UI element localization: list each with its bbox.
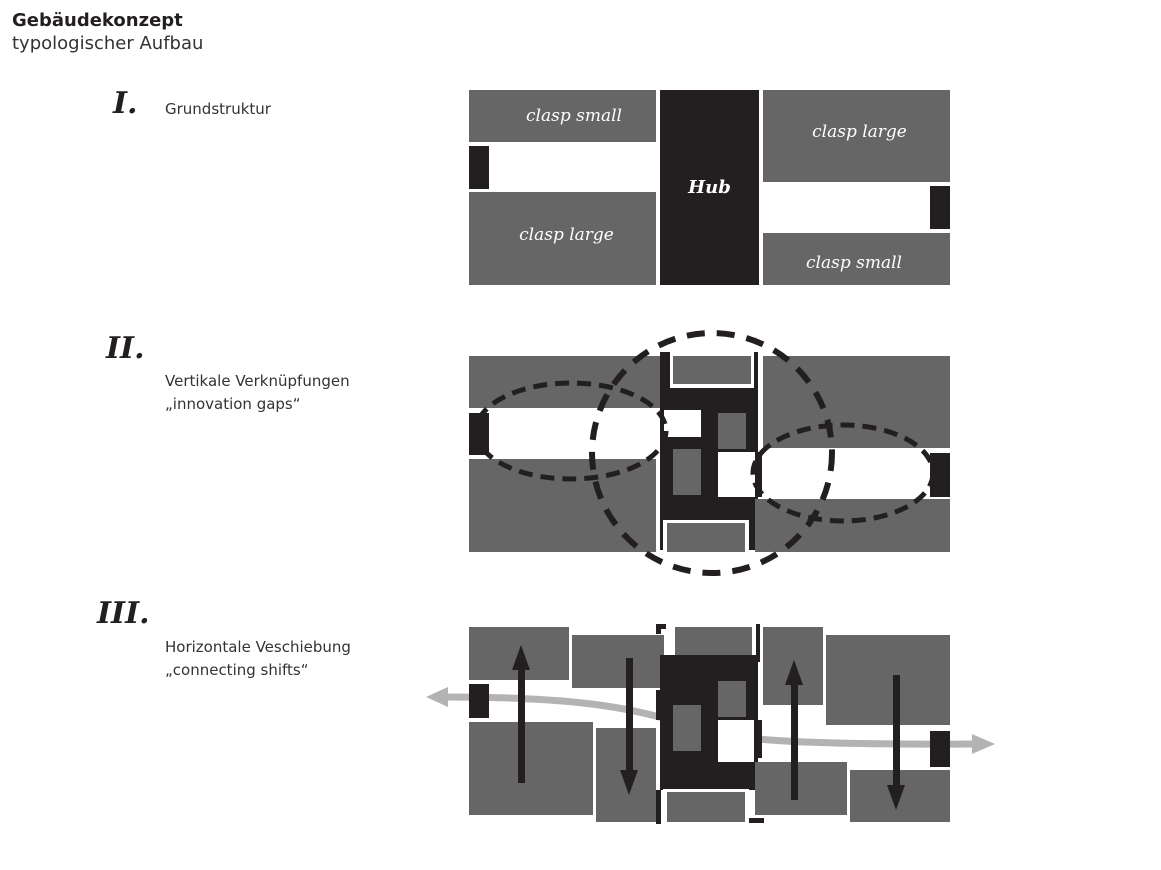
building-block: [673, 356, 751, 384]
connector-left: [469, 684, 489, 718]
section-label-3: Horizontale Veschiebung: [165, 638, 351, 656]
building-block: [718, 452, 758, 497]
clasp-small-right-label: clasp small: [806, 253, 902, 273]
clasp-large-right-block: [763, 90, 950, 182]
diagram-vertikale-verknuepfungen: [469, 330, 950, 576]
building-block: [656, 790, 661, 824]
building-block: [791, 675, 798, 800]
hub-block: [660, 90, 759, 285]
arrow-up-icon: [512, 645, 530, 783]
building-block: [893, 675, 900, 795]
building-block: [667, 792, 745, 822]
clasp-small-left-block: [469, 90, 656, 142]
diagram-shape: [887, 785, 905, 810]
building-block: [675, 627, 752, 655]
diagram-grundstruktur: [469, 90, 950, 285]
block-bottom-right: [755, 499, 950, 552]
diagram-shape: [620, 770, 638, 795]
clasp-small-left-label: clasp small: [526, 106, 622, 126]
building-block: [667, 523, 745, 552]
arrow-up-icon: [785, 660, 803, 800]
clasp-large-left-block: [469, 192, 656, 285]
section-sublabel-3: „connecting shifts“: [165, 661, 309, 679]
building-block: [748, 818, 764, 823]
building-block: [673, 449, 701, 495]
building-block: [718, 413, 746, 449]
building-block: [718, 681, 746, 717]
building-block: [826, 635, 950, 725]
arrow-down-icon: [620, 658, 638, 795]
hub-label: Hub: [688, 177, 731, 198]
block-top-right: [763, 356, 950, 448]
section-numeral-3: III.: [97, 596, 150, 631]
section-numeral-2: II.: [106, 331, 145, 366]
section-label-1: Grundstruktur: [165, 100, 271, 118]
connector-right: [930, 186, 950, 229]
diagram-horizontale-verschiebung: [426, 624, 995, 825]
connector-right: [930, 453, 950, 497]
shift-arrows: [512, 645, 905, 810]
connector-left: [469, 146, 489, 189]
innovation-gap-right-outline: [750, 422, 936, 524]
section-label-2: Vertikale Verknüpfungen: [165, 372, 350, 390]
building-block: [754, 720, 762, 758]
diagram-shape: [512, 645, 530, 670]
clasp-large-right-label: clasp large: [812, 122, 907, 142]
building-block: [756, 624, 760, 662]
building-block: [469, 722, 593, 815]
flow-arrow-left-icon: [426, 687, 448, 707]
arrow-down-icon: [887, 675, 905, 810]
building-block: [518, 660, 525, 783]
building-block: [626, 658, 633, 778]
building-block: [656, 624, 661, 634]
clasp-small-right-block: [763, 233, 950, 285]
innovation-gap-left-outline: [473, 380, 669, 482]
clasp-large-left-label: clasp large: [519, 225, 614, 245]
section-sublabel-2: „innovation gaps“: [165, 395, 301, 413]
building-block: [718, 720, 754, 762]
connector-right: [930, 731, 950, 767]
building-block: [755, 452, 762, 497]
flow-arrow-right-icon: [972, 734, 995, 754]
building-block: [673, 705, 701, 751]
building-block: [656, 690, 662, 720]
page-subtitle: typologischer Aufbau: [12, 33, 204, 54]
page-title: Gebäudekonzept: [12, 10, 183, 31]
building-block: [572, 635, 664, 688]
connector-left: [469, 413, 489, 455]
section-numeral-1: I.: [113, 86, 138, 121]
hub-link-circle-outline: [589, 330, 835, 576]
building-block: [664, 410, 701, 437]
diagram-shape: [785, 660, 803, 685]
building-block: [755, 762, 847, 815]
